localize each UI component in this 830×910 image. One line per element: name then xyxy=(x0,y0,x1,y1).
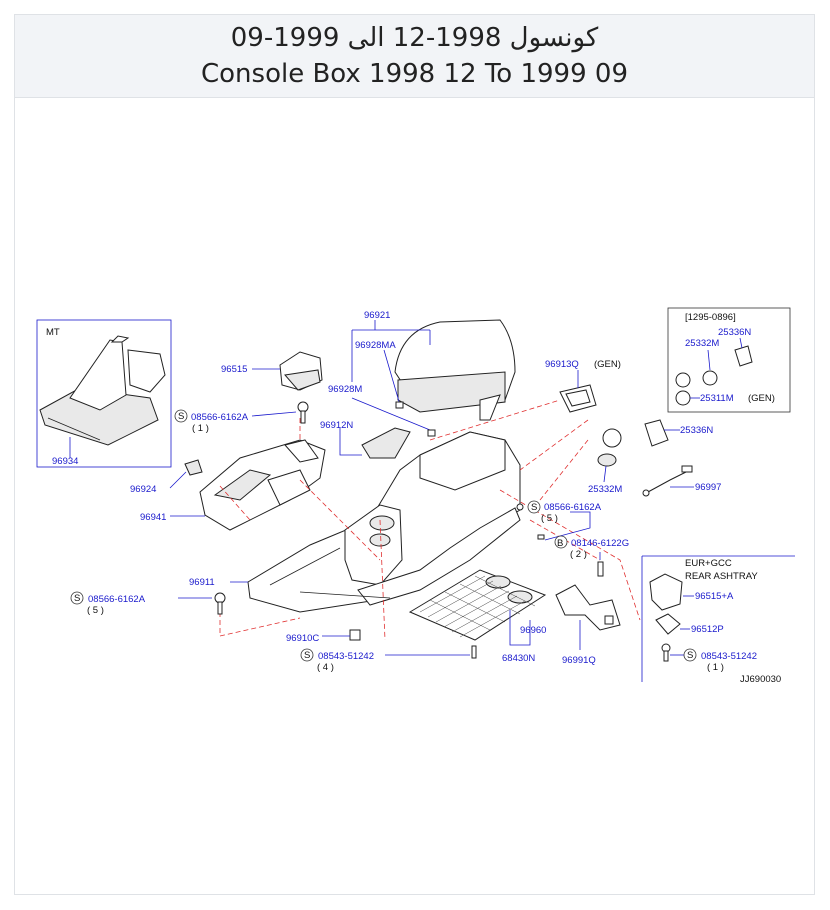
lighter-inset: [1295-0896] 25336N 25332M 25311M (GEN) xyxy=(667,307,791,413)
title-english: Console Box 1998 12 To 1999 09 xyxy=(200,59,628,89)
fastener-f3-qty: ( 5 ) xyxy=(87,605,104,616)
part-96928MA: 96928MA xyxy=(355,340,396,351)
svg-text:S: S xyxy=(531,502,537,513)
fastener-f1-qty: ( 1 ) xyxy=(192,423,209,434)
fastener-f5-qty: ( 4 ) xyxy=(317,662,334,673)
svg-text:S: S xyxy=(304,650,310,661)
gen-label-1: (GEN) xyxy=(594,359,621,370)
fastener-f1-code: 08566-6162A xyxy=(191,412,249,423)
svg-text:EUR+GCC: EUR+GCC xyxy=(685,558,732,569)
bezel-96913Q xyxy=(559,384,597,413)
svg-text:REAR ASHTRAY: REAR ASHTRAY xyxy=(685,571,758,582)
part-96924: 96924 xyxy=(130,484,156,495)
bracket-96991Q xyxy=(555,584,621,631)
fastener-f4-qty: ( 2 ) xyxy=(570,549,587,560)
tray-96960 xyxy=(408,569,547,641)
part-96515: 96515 xyxy=(221,364,247,375)
svg-text:[1295-0896]: [1295-0896] xyxy=(685,312,736,323)
svg-text:25336N: 25336N xyxy=(718,327,751,338)
part-96515A: 96515+A xyxy=(695,591,734,602)
part-96512P: 96512P xyxy=(691,624,724,635)
fastener-f4-code: 08146-6122G xyxy=(571,538,629,549)
part-96910C: 96910C xyxy=(286,633,319,644)
armrest-lid xyxy=(394,319,516,421)
lighter-parts xyxy=(597,419,669,467)
part-96913Q: 96913Q xyxy=(545,359,579,370)
fastener-f6-code: 08543-51242 xyxy=(701,651,757,662)
page-frame: كونسول 1998-12 الى 1999-09 Console Box 1… xyxy=(14,14,815,895)
console-body xyxy=(247,431,521,613)
svg-text:25332M: 25332M xyxy=(685,338,719,349)
title-header: كونسول 1998-12 الى 1999-09 Console Box 1… xyxy=(15,15,814,98)
part-96921: 96921 xyxy=(364,310,390,321)
fastener-f2-code: 08566-6162A xyxy=(544,502,602,513)
diagram-code: JJ690030 xyxy=(740,674,781,685)
part-96912N: 96912N xyxy=(320,420,353,431)
title-arabic: كونسول 1998-12 الى 1999-09 xyxy=(230,23,599,53)
fastener-f2-qty: ( 5 ) xyxy=(541,513,558,524)
svg-text:S: S xyxy=(687,650,693,661)
part-25332M: 25332M xyxy=(588,484,622,495)
part-25336N: 25336N xyxy=(680,425,713,436)
screw-f1 xyxy=(297,401,309,424)
finisher-96941 xyxy=(199,439,326,531)
fastener-f6-qty: ( 1 ) xyxy=(707,662,724,673)
pocket-96515 xyxy=(279,351,323,391)
mt-label: MT xyxy=(46,327,60,338)
part-96960: 96960 xyxy=(520,625,546,636)
part-68430N: 68430N xyxy=(502,653,535,664)
fastener-f5-code: 08543-51242 xyxy=(318,651,374,662)
part-96934: 96934 xyxy=(52,456,78,467)
svg-text:(GEN): (GEN) xyxy=(748,393,775,404)
fastener-f3-code: 08566-6162A xyxy=(88,594,146,605)
part-96991Q: 96991Q xyxy=(562,655,596,666)
part-96911: 96911 xyxy=(189,577,215,588)
part-96997: 96997 xyxy=(695,482,721,493)
svg-text:S: S xyxy=(178,411,184,422)
eur-gcc-inset: EUR+GCC REAR ASHTRAY 96515+A 96512P S 08… xyxy=(641,555,795,682)
svg-text:S: S xyxy=(74,593,80,604)
svg-text:B: B xyxy=(557,538,563,549)
part-96941: 96941 xyxy=(140,512,166,523)
mt-inset: MT 96934 xyxy=(36,319,172,468)
part-96928M: 96928M xyxy=(328,384,362,395)
svg-text:25311M: 25311M xyxy=(700,393,734,404)
